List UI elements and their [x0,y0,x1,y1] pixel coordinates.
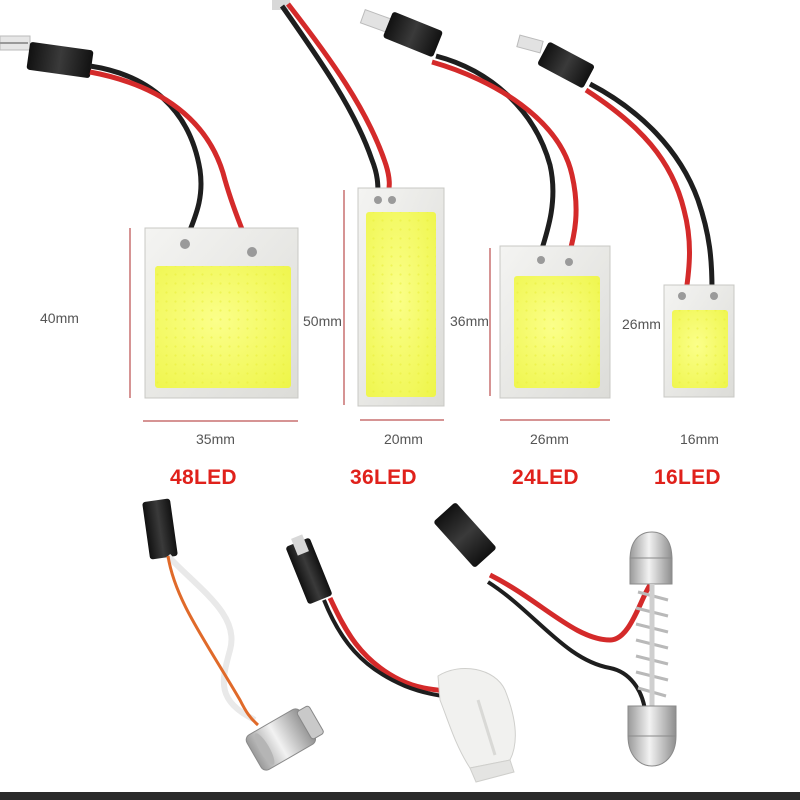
ba9s-bayonet-adapter-icon [142,498,324,771]
panel-36led-width-label: 20mm [384,431,423,447]
black-wire [435,53,556,256]
panel-16led-title: 16LED [654,466,721,489]
red-wire [286,2,392,197]
connector-plug-icon [359,8,443,57]
black-wire [89,63,204,246]
panel-48led-title: 48LED [170,466,237,489]
bottom-bar [0,792,800,800]
panel-36led-height-label: 50mm [303,313,342,329]
panel-24led-width-label: 26mm [530,431,569,447]
panel-48led-height-label: 40mm [40,310,79,326]
black-wire [588,81,715,291]
panel-16led-height-label: 26mm [622,316,661,332]
panel-36led [272,0,445,421]
panel-36led-title: 36LED [350,466,417,489]
panel-24led [359,8,611,421]
festoon-spring-adapter-icon [434,503,677,767]
panel-24led-title: 24LED [512,466,579,489]
black-wire [279,4,381,196]
connector-plug-icon [272,0,290,10]
red-wire [89,69,253,251]
red-wire [431,59,579,259]
t10-wedge-adapter-icon [286,534,516,783]
connector-plug-icon [0,35,94,78]
connector-plug-icon [516,34,595,88]
panel-16led-width-label: 16mm [680,431,719,447]
panel-48led-width-label: 35mm [196,431,235,447]
panel-48led [0,35,299,422]
panel-24led-height-label: 36mm [450,313,489,329]
panel-16led [516,34,735,398]
red-wire [584,87,692,293]
